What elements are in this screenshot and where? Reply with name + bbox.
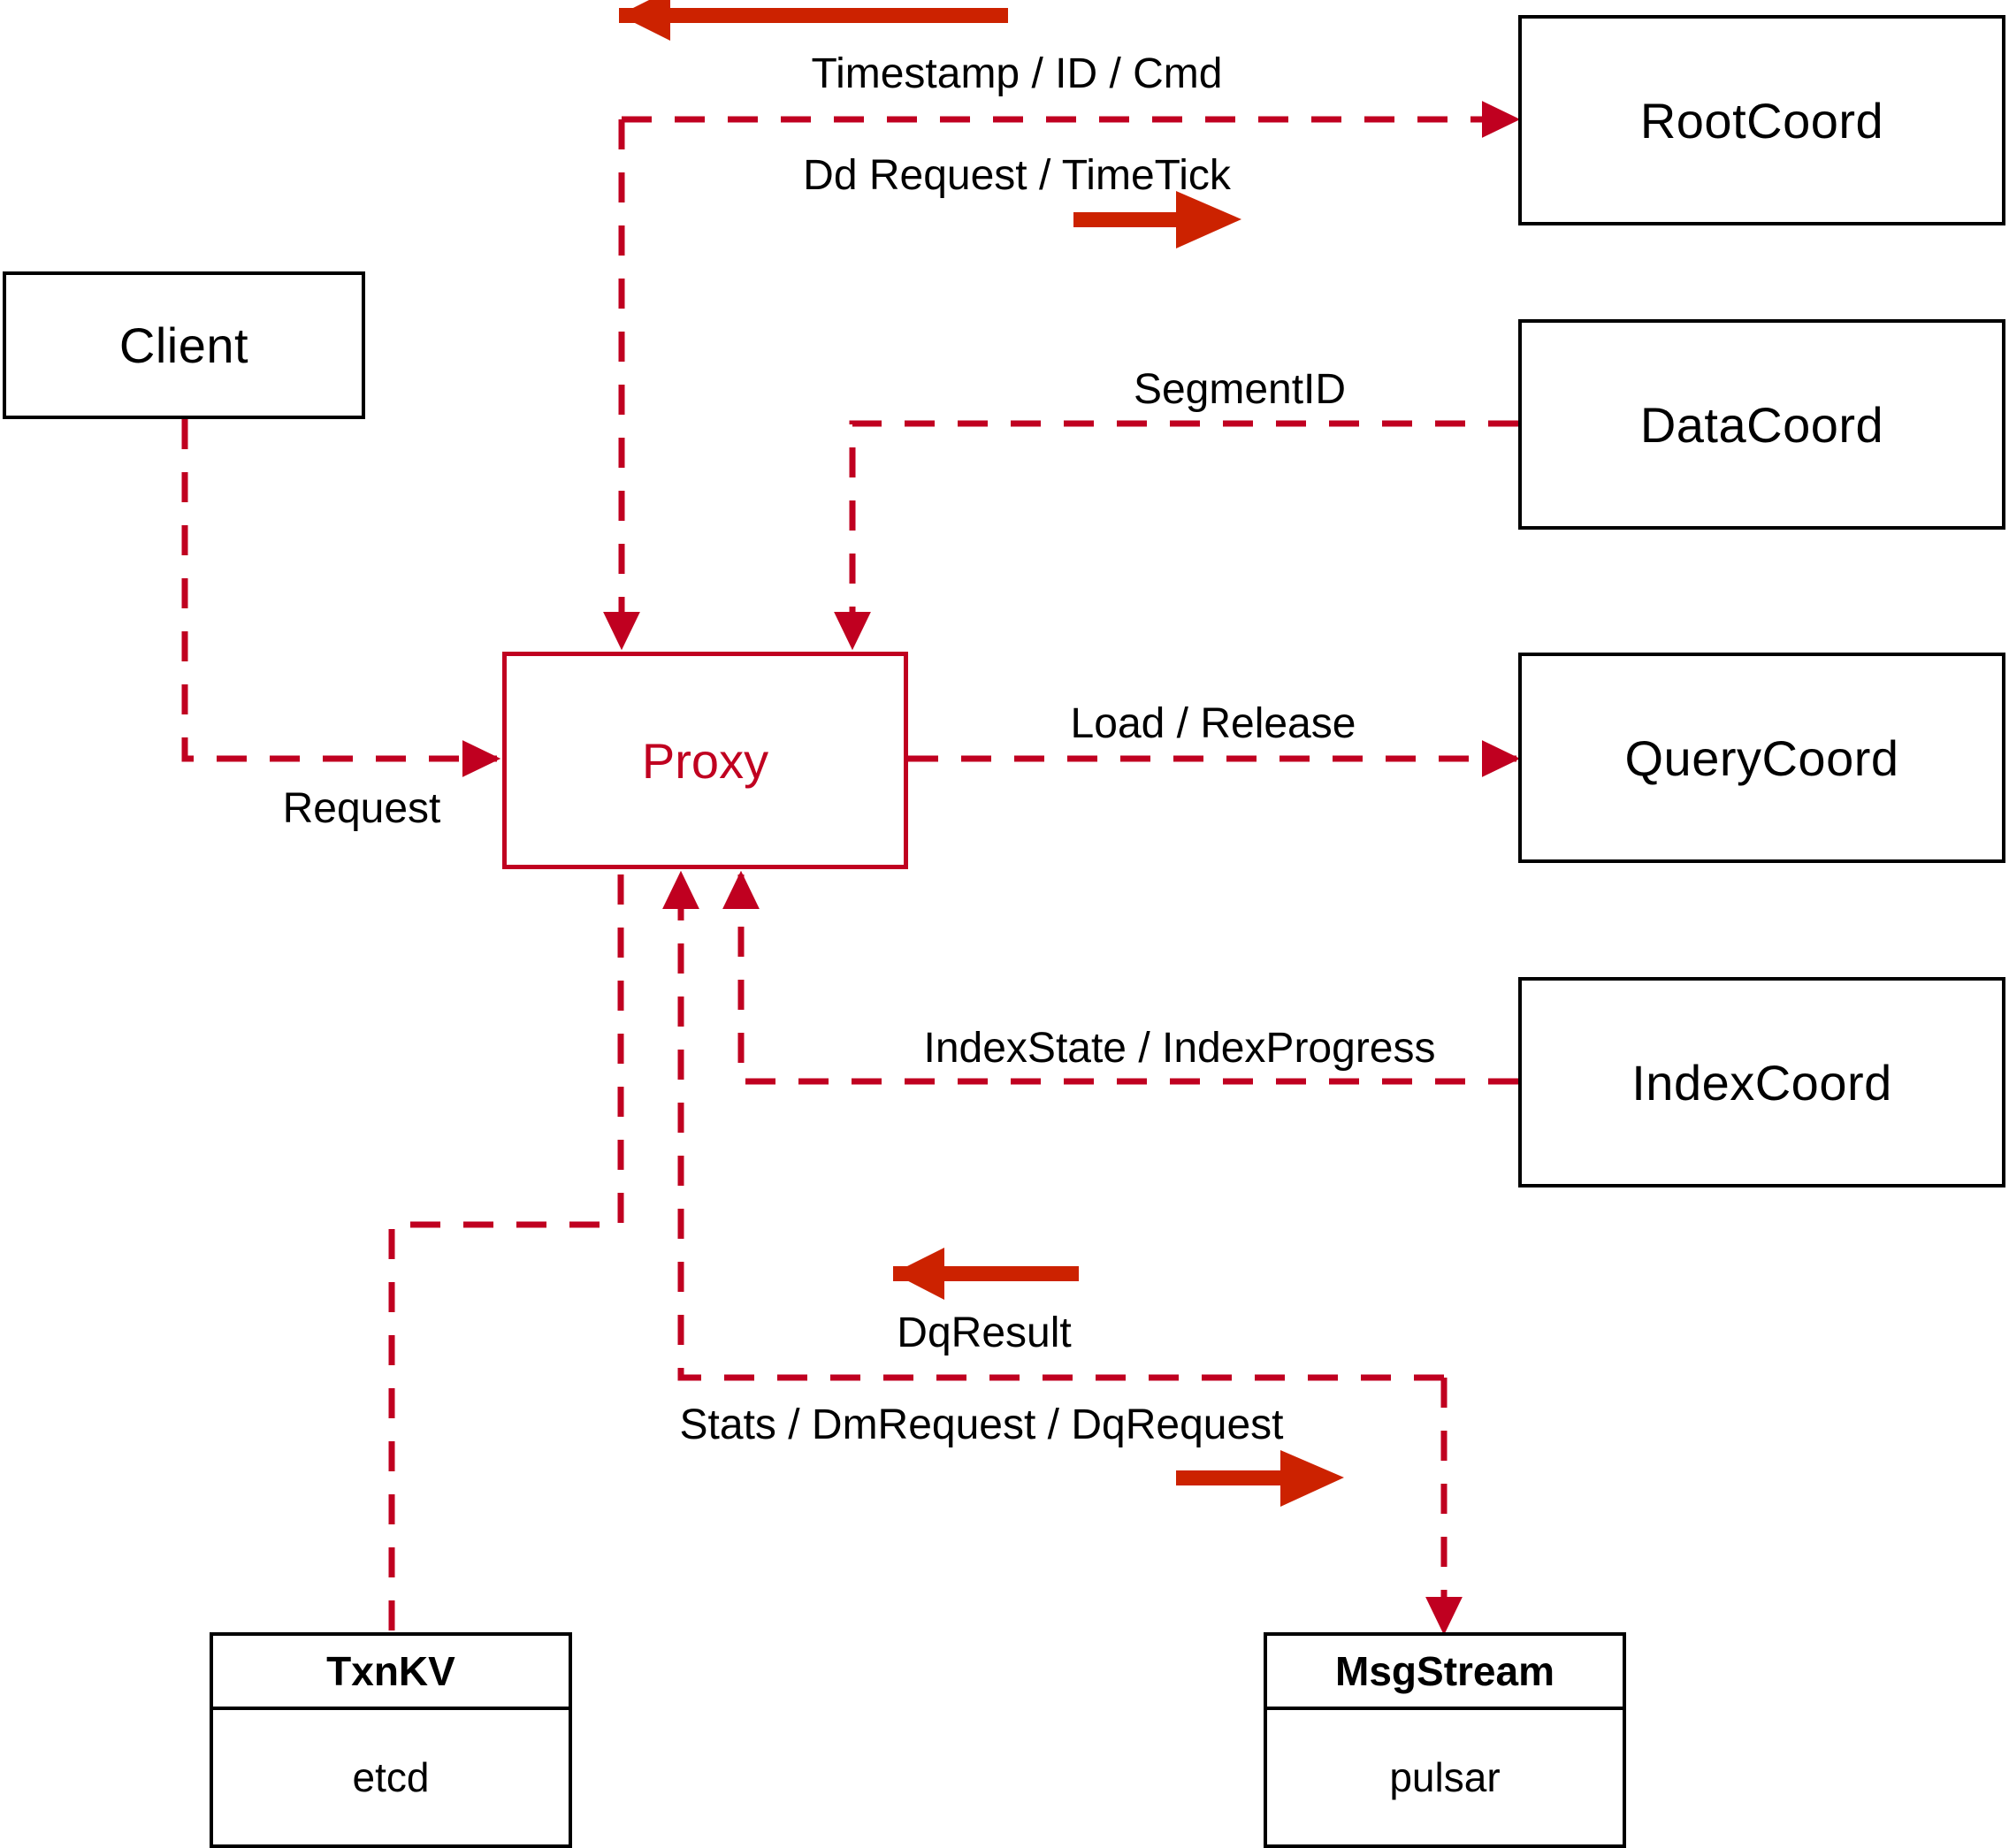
node-msgstream-title: MsgStream xyxy=(1267,1636,1623,1710)
node-txnkv-impl: etcd xyxy=(352,1754,430,1800)
direction-arrow-right-dqrequest xyxy=(1176,1450,1344,1507)
node-querycoord-label: QueryCoord xyxy=(1624,729,1899,786)
direction-arrow-left-dqresult xyxy=(893,1248,1079,1300)
edge-label-indexstate-indexprogress: IndexState / IndexProgress xyxy=(923,1025,1436,1072)
node-rootcoord[interactable]: RootCoord xyxy=(1518,15,2005,225)
node-querycoord[interactable]: QueryCoord xyxy=(1518,653,2005,863)
edge-msgstream-to-proxy xyxy=(661,870,1444,1381)
edge-label-dd-request-timetick: Dd Request / TimeTick xyxy=(803,152,1231,199)
node-txnkv-title: TxnKV xyxy=(213,1636,569,1710)
node-indexcoord[interactable]: IndexCoord xyxy=(1518,977,2005,1187)
node-proxy-label: Proxy xyxy=(641,732,769,789)
node-msgstream-impl: pulsar xyxy=(1389,1754,1501,1800)
edge-indexcoord-to-proxy xyxy=(722,870,1518,1085)
node-client-label: Client xyxy=(118,317,249,373)
node-datacoord[interactable]: DataCoord xyxy=(1518,319,2005,530)
node-indexcoord-label: IndexCoord xyxy=(1631,1054,1892,1111)
edge-proxy-to-txnkv xyxy=(388,874,624,1632)
edge-label-timestamp-id-cmd: Timestamp / ID / Cmd xyxy=(811,50,1223,97)
direction-arrow-right-rootcoord xyxy=(1073,191,1241,248)
edge-label-request: Request xyxy=(282,785,441,832)
edge-label-dqresult: DqResult xyxy=(897,1310,1072,1356)
node-rootcoord-label: RootCoord xyxy=(1639,92,1884,149)
direction-arrow-group xyxy=(619,0,1344,1507)
node-txnkv[interactable]: TxnKV etcd xyxy=(210,1632,572,1848)
edge-client-to-proxy xyxy=(181,419,501,777)
direction-arrow-left-top xyxy=(619,0,1008,41)
node-proxy[interactable]: Proxy xyxy=(502,652,908,869)
node-msgstream[interactable]: MsgStream pulsar xyxy=(1264,1632,1626,1848)
node-client[interactable]: Client xyxy=(3,271,365,419)
edge-label-stats-dmrequest-dqrequest: Stats / DmRequest / DqRequest xyxy=(679,1401,1284,1448)
edge-label-segmentid: SegmentID xyxy=(1133,366,1347,413)
node-datacoord-label: DataCoord xyxy=(1639,396,1884,453)
edge-datacoord-to-proxy xyxy=(834,420,1518,651)
edge-label-load-release: Load / Release xyxy=(1070,700,1356,747)
